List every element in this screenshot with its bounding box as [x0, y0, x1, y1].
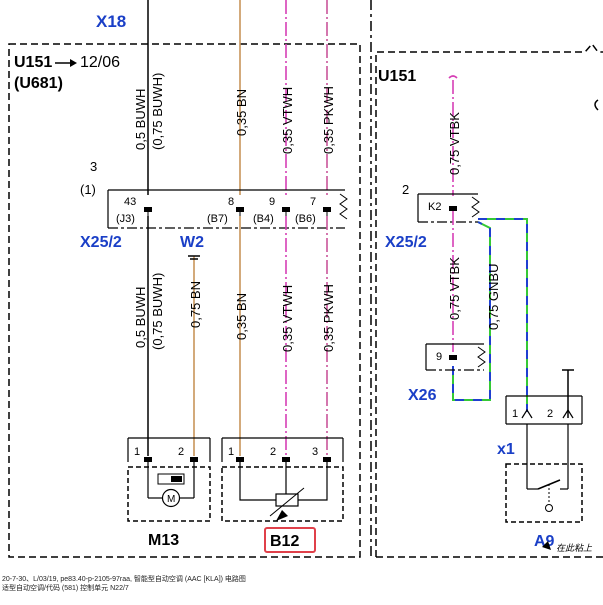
b12-boundary [221, 466, 344, 522]
connector-label-x25-2-right: X25/2 [385, 234, 427, 251]
pin-b7: (B7) [207, 213, 228, 225]
motor-icon [147, 462, 195, 508]
arrow-right-icon [55, 59, 77, 67]
footer-line-2: 适型自动空调/代码 (581) 控制单元 N22/7 [2, 583, 129, 592]
pin-8: 8 [228, 196, 234, 208]
m13-pin-1: 1 [134, 446, 140, 458]
connector-number-alt: (1) [80, 182, 96, 197]
component-label-m13: M13 [148, 532, 179, 549]
connector-sockets-left [144, 207, 331, 216]
pin-9: 9 [269, 196, 275, 208]
b12-pin-2: 2 [270, 446, 276, 458]
sticker-note: 在此粘上 [556, 543, 593, 553]
module-boundary-right [375, 42, 603, 558]
wire-label-bn-bottom: 0,35 BN [234, 293, 249, 340]
pin-k2: K2 [428, 201, 441, 213]
connector-number-right: 2 [402, 182, 409, 197]
footer-line-1: 20-7-30、L/03/19, pe83.40-p-2105-97raa, 智… [2, 574, 246, 583]
wire-label-buwh-alt-top: (0,75 BUWH) [150, 73, 165, 150]
b12-pin-3: 3 [312, 446, 318, 458]
a9-boundary [505, 463, 583, 523]
x1-pin-2: 2 [547, 408, 553, 420]
wire-label-bn075-bottom: 0,75 BN [188, 281, 203, 328]
module-alt-name: (U681) [14, 75, 63, 92]
wire-label-bn-top: 0,35 BN [234, 89, 249, 136]
sticker-pointer-icon [542, 541, 551, 550]
wire-label-gnbu: 0,75 GNBU [486, 264, 501, 330]
wire-label-vtwh-bottom: 0,35 VTWH [280, 285, 295, 352]
pin-b6: (B6) [295, 213, 316, 225]
m13-connector [127, 437, 211, 462]
connector-label-x26: X26 [408, 387, 437, 404]
module-date: 12/06 [80, 54, 120, 71]
x26-pin-9: 9 [436, 351, 442, 363]
b12-highlight-box [264, 527, 316, 553]
wire-label-pkwh-bottom: 0,35 PKWH [321, 284, 336, 352]
connector-label-x1: x1 [497, 441, 515, 458]
connector-label-w2: W2 [180, 234, 204, 251]
module-boundary-left [8, 43, 361, 558]
wire-gnbu [452, 218, 528, 412]
connector-number: 3 [90, 159, 97, 174]
component-label-b12: B12 [270, 533, 299, 550]
connector-x26 [425, 343, 486, 371]
pin-j3: (J3) [116, 213, 135, 225]
connector-label-x25-2-left: X25/2 [80, 234, 122, 251]
wire-label-buwh-alt-bottom: (0,75 BUWH) [150, 273, 165, 350]
wire-label-vtbk-top: 0,75 VTBK [447, 112, 462, 175]
ground-label-x18: X18 [96, 12, 126, 31]
wire-break-icon [448, 75, 458, 79]
m13-boundary [127, 466, 211, 522]
x1-pin-1: 1 [512, 408, 518, 420]
connector-x1 [505, 369, 583, 425]
wire-label-buwh-bottom: 0,5 BUWH [133, 287, 148, 348]
pin-b4: (B4) [253, 213, 274, 225]
wire-label-vtwh-top: 0,35 VTWH [280, 87, 295, 154]
b12-connector [221, 437, 344, 462]
pin-43: 43 [124, 196, 136, 208]
wire-label-vtbk-bottom: 0,75 VTBK [447, 257, 462, 320]
ground-w2-icon [188, 255, 200, 260]
module-name-right: U151 [378, 68, 416, 85]
edge-bracket-icon [594, 99, 599, 111]
wire-label-pkwh-top: 0,35 PKWH [321, 86, 336, 154]
sensor-icon [239, 462, 328, 521]
module-name-left: U151 [14, 54, 52, 71]
wire-label-buwh-top: 0,5 BUWH [133, 89, 148, 150]
m13-pin-2: 2 [178, 446, 184, 458]
pin-7: 7 [310, 196, 316, 208]
connector-x25-2-right [417, 193, 480, 223]
motor-letter: M [167, 494, 175, 505]
b12-pin-1: 1 [228, 446, 234, 458]
switch-icon [526, 424, 569, 512]
